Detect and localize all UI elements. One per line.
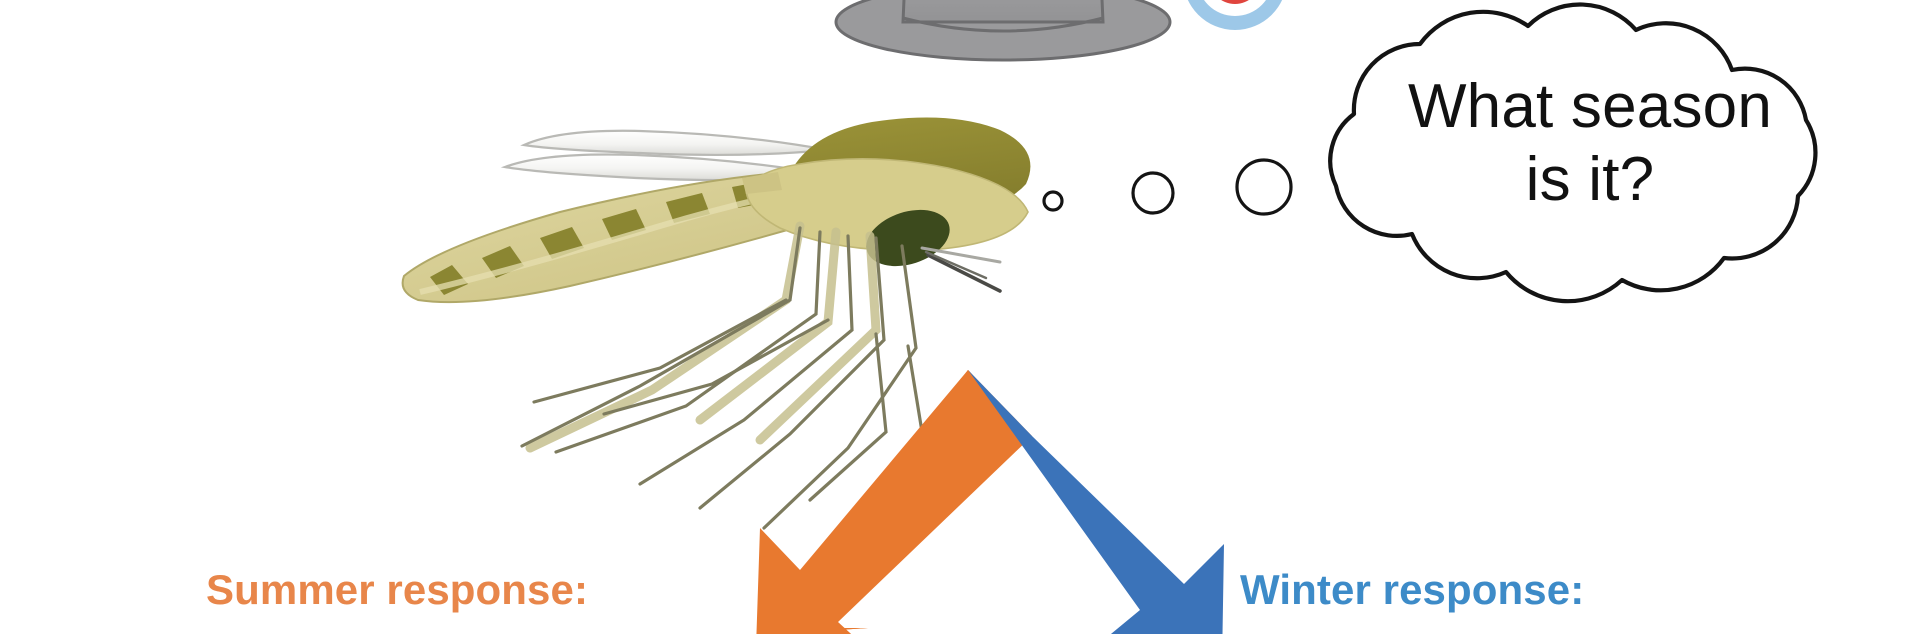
mosquito-proboscis bbox=[920, 246, 1002, 293]
mosquito-abdomen bbox=[401, 170, 838, 304]
mosquito-legs bbox=[520, 221, 926, 530]
mosquito-wing-upper bbox=[520, 129, 829, 157]
summer-response-label: Summer response: bbox=[206, 566, 589, 613]
winter-arrow bbox=[968, 370, 1224, 634]
mosquito-illustration bbox=[401, 117, 1031, 530]
medium-thought-dot bbox=[1131, 171, 1175, 215]
winter-response-label: Winter response: bbox=[1240, 566, 1585, 613]
grey-hat-icon bbox=[834, 0, 1172, 62]
large-thought-dot bbox=[1235, 158, 1293, 216]
summer-arrow bbox=[756, 370, 1032, 634]
thought-bubble-outline bbox=[1328, 2, 1818, 304]
thought-trail-dots bbox=[1042, 158, 1293, 216]
small-thought-dot bbox=[1042, 190, 1064, 212]
blue-red-target-icon bbox=[1187, 0, 1283, 30]
thought-bubble-text: What season is it? bbox=[1407, 72, 1773, 215]
